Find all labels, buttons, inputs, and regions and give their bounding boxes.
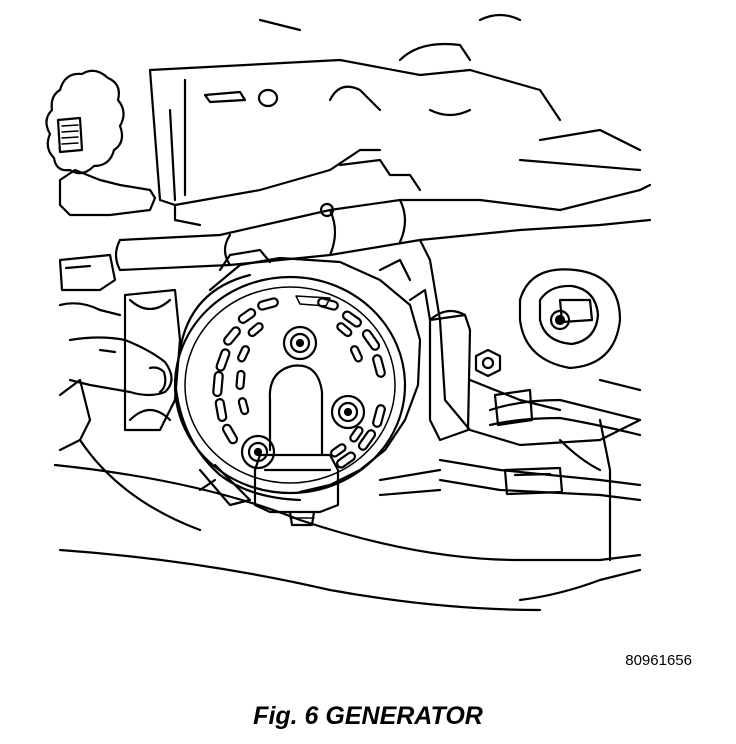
figure-caption: Fig. 6 GENERATOR	[253, 702, 483, 730]
oil-fill-cap	[45, 69, 125, 175]
intake-tube	[114, 128, 652, 272]
adjuster-bracket	[428, 309, 472, 442]
terminal-housing	[253, 364, 340, 527]
hand	[58, 302, 173, 397]
mount-bracket	[58, 253, 182, 432]
figure-id-number: 80961656	[625, 652, 692, 669]
generator-bolts	[240, 325, 366, 470]
right-bracket	[418, 238, 642, 447]
mounting-nut	[474, 348, 502, 378]
rear-cover-vents	[212, 295, 386, 469]
lower-shield	[53, 378, 642, 612]
engine-cover	[58, 13, 562, 227]
generator-body	[173, 248, 432, 507]
wiring-harness	[438, 388, 642, 502]
